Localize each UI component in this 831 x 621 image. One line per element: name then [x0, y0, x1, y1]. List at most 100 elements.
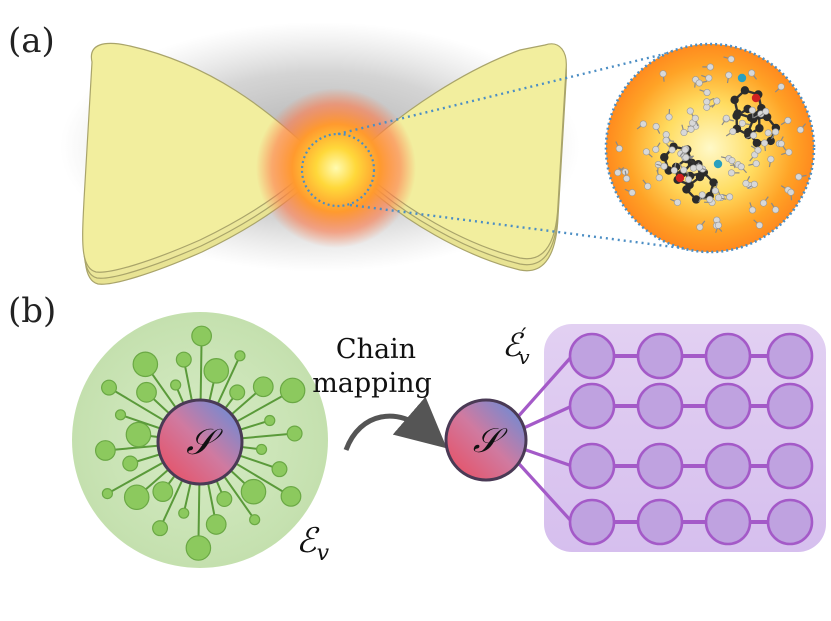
carbon-atom: [740, 86, 750, 95]
hydrogen-atom: [767, 155, 775, 163]
star-mode-node: [123, 484, 150, 511]
hydrogen-atom: [762, 107, 770, 115]
carbon-atom: [762, 112, 772, 122]
carbon-atom: [755, 124, 764, 133]
hydrogen-atom: [695, 163, 703, 171]
hydrogen-atom: [714, 221, 722, 229]
hydrogen-atom: [696, 223, 704, 231]
mapping-arrow: [343, 396, 447, 451]
hydrogen-atom: [764, 129, 772, 137]
star-mode-node: [114, 409, 127, 421]
carbon-atom: [660, 153, 669, 162]
hydrogen-atom: [737, 163, 745, 171]
star-mode-node: [101, 379, 118, 396]
star-mode-node: [205, 514, 227, 535]
bowtie-antenna: [60, 22, 580, 285]
hydrogen-atom: [787, 188, 795, 196]
chain-mapping-label: Chain mapping: [312, 334, 447, 451]
hydrogen-atom: [772, 128, 780, 136]
hydrogen-atom: [754, 146, 762, 154]
hydrogen-atom: [652, 123, 660, 131]
chain-mode-node: [568, 332, 616, 380]
hydrogen-atom: [750, 131, 758, 139]
hydrogen-atom: [729, 127, 737, 135]
hydrogen-atom: [777, 140, 785, 148]
mapping-caption-line2: mapping: [312, 368, 432, 399]
hydrogen-atom: [705, 74, 713, 82]
hydrogen-atom: [785, 148, 793, 156]
chain-mode-node: [704, 382, 752, 430]
star-mode-node: [152, 481, 174, 502]
zoom-lines: [337, 42, 713, 254]
star-mode-node: [216, 491, 233, 508]
star-mode-node: [101, 487, 114, 500]
hydrogen-atom: [703, 98, 711, 106]
star-mode-node: [229, 384, 246, 401]
hydrogen-atom: [695, 79, 703, 87]
hydrogen-atom: [777, 83, 785, 91]
hydrogen-atom: [748, 106, 756, 114]
hydrogen-atom: [686, 107, 694, 115]
star-mode-node: [252, 376, 274, 398]
chain-mode-node: [636, 498, 684, 546]
carbon-atom: [752, 138, 762, 148]
nitrogen-atom: [737, 73, 747, 83]
hydrogen-atom: [670, 166, 678, 174]
chain-mode-node: [568, 382, 616, 430]
hydrogen-atom: [680, 129, 688, 137]
star-mode-node: [255, 443, 268, 456]
carbon-atom: [691, 195, 701, 204]
carbon-atom: [732, 111, 741, 120]
carbon-atom: [695, 172, 705, 182]
hydrogen-atom: [713, 97, 721, 105]
carbon-atom: [730, 95, 739, 105]
chain-mode-node: [704, 498, 752, 546]
env-chain-prime: ′: [521, 325, 526, 350]
star-mode-node: [203, 358, 230, 384]
env-chain-sub: v: [518, 345, 530, 369]
env-star-sub: v: [317, 541, 330, 566]
hydrogen-atom: [665, 113, 673, 121]
chain-mode-node: [568, 442, 616, 490]
hydrogen-atom: [711, 187, 719, 195]
star-mode-node: [271, 461, 288, 478]
hydrogen-atom: [703, 88, 711, 96]
hydrogen-atom: [628, 189, 636, 197]
star-mode-node: [264, 414, 276, 427]
hydrogen-atom: [748, 69, 756, 77]
hydrogen-atom: [706, 63, 714, 71]
hydrogen-atom: [728, 157, 736, 165]
hydrogen-atom: [772, 206, 780, 214]
env-chain-symbol: ℰ′v: [502, 325, 530, 369]
hydrogen-atom: [748, 206, 756, 214]
hydrogen-atom: [727, 169, 735, 177]
chain-link: [514, 354, 574, 421]
hydrogen-atom: [738, 119, 746, 127]
chain-link: [514, 459, 574, 524]
hydrogen-atom: [756, 221, 764, 229]
system-node-star: [156, 398, 244, 486]
star-mode-node: [132, 351, 159, 378]
hydrogen-atom: [698, 191, 706, 199]
hydrogen-atom: [689, 164, 697, 172]
hydrogen-atom: [725, 71, 733, 79]
star-mode-node: [240, 478, 267, 505]
env-star-symbol: ℰv: [296, 521, 330, 566]
oxygen-atom: [751, 93, 761, 103]
hydrogen-atom: [682, 153, 690, 161]
hydrogen-atom: [623, 175, 631, 183]
nitrogen-atom: [713, 159, 723, 169]
star-mode-node: [234, 350, 246, 362]
chain-mode-node: [766, 382, 814, 430]
hydrogen-atom: [652, 145, 660, 153]
star-mode-node: [136, 381, 157, 403]
mapping-caption-line1: Chain: [336, 334, 416, 365]
hydrogen-atom: [655, 174, 663, 182]
hydrogen-atom: [660, 162, 668, 170]
hydrogen-atom: [706, 195, 714, 203]
env-star-letter: ℰ: [296, 521, 320, 561]
star-mode-node: [94, 440, 116, 461]
oxygen-atom: [675, 173, 685, 183]
